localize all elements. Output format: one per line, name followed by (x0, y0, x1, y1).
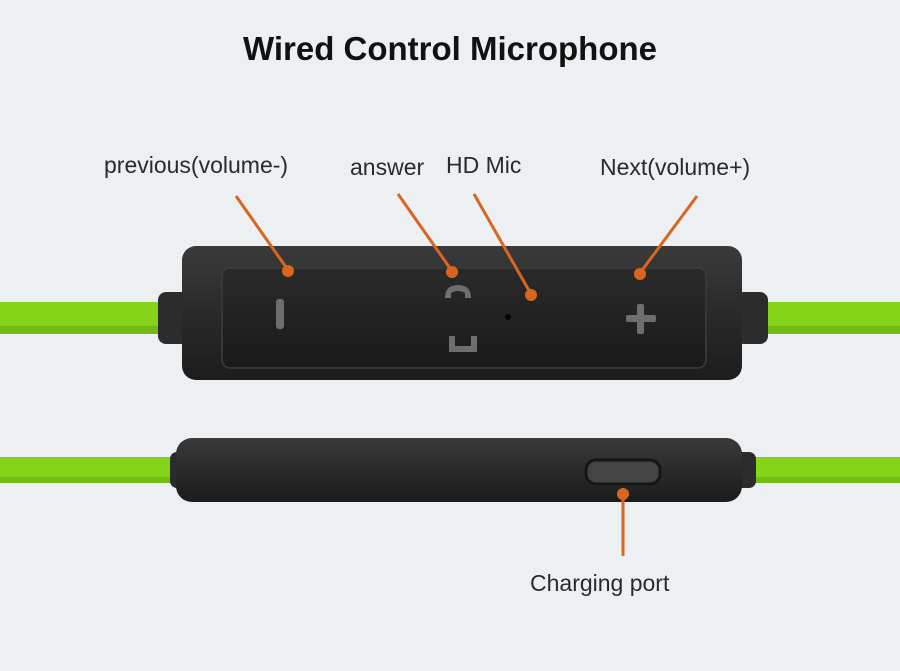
mic-hole (505, 314, 511, 320)
label-previous-volume-down: previous(volume-) (104, 152, 289, 178)
leader-dot-mic (525, 289, 537, 301)
leader-answer (396, 193, 454, 272)
leader-dots (282, 265, 646, 500)
leader-dot-previous (282, 265, 294, 277)
top-cable-left-shade (0, 326, 165, 334)
leader-dot-charging (617, 488, 629, 500)
charging-port[interactable] (584, 458, 662, 486)
bottom-cable-right-shade (748, 477, 900, 483)
label-charging-port: Charging port (530, 570, 670, 596)
leader-dot-next (634, 268, 646, 280)
page-title: Wired Control Microphone (242, 30, 657, 67)
top-cable (0, 302, 900, 334)
bottom-cable (0, 457, 900, 483)
leader-previous (234, 195, 290, 271)
label-next-volume-up: Next(volume+) (600, 154, 751, 180)
label-answer: answer (350, 154, 425, 180)
top-right-end-cap (736, 292, 768, 344)
leader-mic (472, 193, 533, 295)
bottom-remote-body (176, 438, 742, 502)
leader-next (638, 195, 699, 274)
minus-icon[interactable] (276, 299, 284, 329)
leader-dot-answer (446, 266, 458, 278)
bottom-cable-left-shade (0, 477, 178, 483)
leader-lines (234, 193, 699, 556)
phone-handset-icon[interactable] (445, 285, 477, 352)
top-cable-right-shade (760, 326, 900, 334)
label-hd-mic: HD Mic (446, 152, 522, 178)
plus-icon[interactable] (626, 304, 656, 334)
top-remote-panel (221, 267, 707, 369)
